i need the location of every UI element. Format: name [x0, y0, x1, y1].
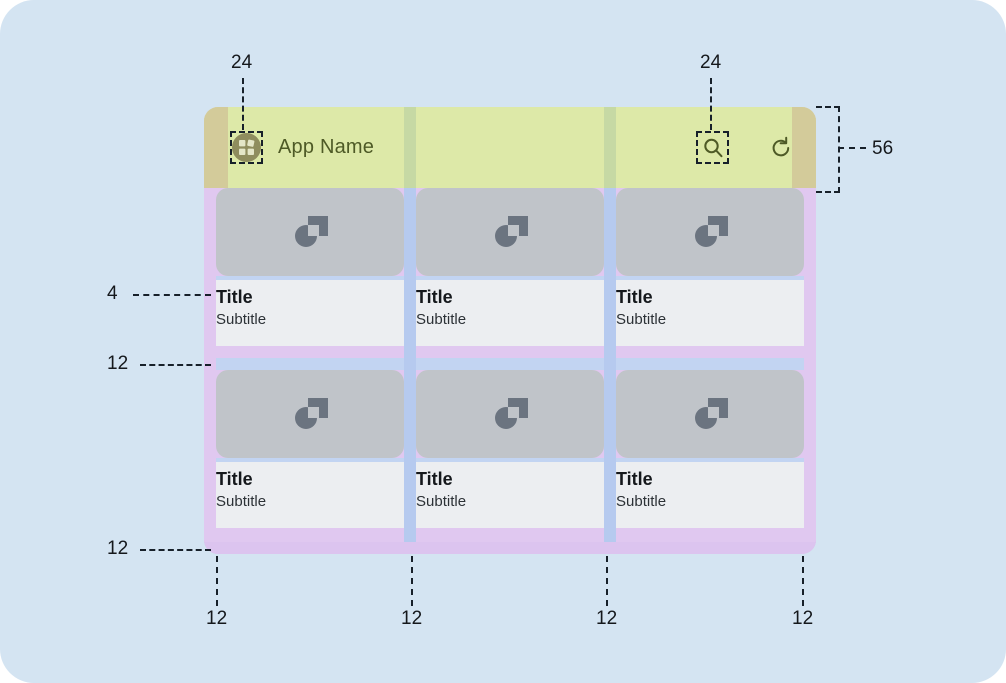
dashboard-grid-icon[interactable] [232, 133, 261, 162]
app-bar-padding-left [204, 107, 228, 188]
gutter-overlay-2 [604, 188, 616, 542]
bottom-padding-overlay [204, 542, 816, 554]
refresh-icon[interactable] [766, 133, 795, 162]
card[interactable]: Title Subtitle [216, 188, 404, 358]
annotation-row-gap: 12 [107, 353, 129, 374]
annotation-right-padding: 12 [792, 608, 814, 629]
leader-line-bottom-2 [411, 556, 413, 606]
image-text-gap-overlay [416, 276, 604, 280]
leader-line-row-gap [140, 364, 211, 366]
card-subtitle: Subtitle [616, 311, 667, 328]
image-text-gap-overlay [216, 458, 404, 462]
card-title: Title [416, 469, 453, 489]
annotation-app-bar-height: 56 [872, 138, 894, 159]
card[interactable]: Title Subtitle [416, 188, 604, 358]
leader-line-app-bar-height [838, 147, 866, 149]
card-text: Title Subtitle [416, 462, 604, 528]
leader-line-search-icon [710, 78, 712, 130]
image-placeholder-icon [416, 370, 604, 458]
leader-line-bottom-4 [802, 556, 804, 606]
image-placeholder-icon [216, 188, 404, 276]
leader-line-bottom-1 [216, 556, 218, 606]
image-text-gap-overlay [216, 276, 404, 280]
annotation-leading-icon-size: 24 [231, 52, 253, 73]
search-icon-measure-box [696, 131, 729, 164]
card-grid: Title Subtitle [204, 188, 816, 554]
card-subtitle: Subtitle [616, 493, 667, 510]
leading-icon-measure-box [230, 131, 263, 164]
leader-line-bottom-padding [140, 549, 211, 551]
card-subtitle: Subtitle [216, 311, 267, 328]
annotation-gutter-1: 12 [401, 608, 423, 629]
leader-line-bottom-3 [606, 556, 608, 606]
bracket-app-bar-height [816, 106, 840, 193]
image-placeholder-icon [416, 188, 604, 276]
device-mock: App Name [204, 107, 816, 554]
app-bar: App Name [204, 107, 816, 188]
card-text: Title Subtitle [616, 280, 804, 346]
image-text-gap-overlay [616, 458, 804, 462]
app-bar-gutter-2 [604, 107, 616, 188]
app-bar-padding-right [792, 107, 816, 188]
image-placeholder-icon [616, 370, 804, 458]
grid-column-3: Title Subtitle [616, 188, 804, 542]
leader-line-leading-icon [242, 78, 244, 130]
image-text-gap-overlay [416, 458, 604, 462]
card-title: Title [616, 469, 653, 489]
card-title: Title [216, 287, 253, 307]
card[interactable]: Title Subtitle [616, 188, 804, 358]
app-bar-gutter-1 [404, 107, 416, 188]
card-subtitle: Subtitle [216, 493, 267, 510]
card-text: Title Subtitle [216, 462, 404, 528]
card-subtitle: Subtitle [416, 493, 467, 510]
annotation-gutter-2: 12 [596, 608, 618, 629]
image-placeholder-icon [216, 370, 404, 458]
card[interactable]: Title Subtitle [416, 370, 604, 542]
card-title: Title [216, 469, 253, 489]
card-text: Title Subtitle [416, 280, 604, 346]
annotation-image-text-gap: 4 [107, 283, 118, 304]
card-subtitle: Subtitle [416, 311, 467, 328]
annotation-left-padding: 12 [206, 608, 228, 629]
row-gap-overlay [216, 358, 804, 370]
card[interactable]: Title Subtitle [616, 370, 804, 542]
grid-column-2: Title Subtitle [416, 188, 604, 542]
card[interactable]: Title Subtitle [216, 370, 404, 542]
gutter-overlay-1 [404, 188, 416, 542]
card-text: Title Subtitle [616, 462, 804, 528]
annotation-search-icon-size: 24 [700, 52, 722, 73]
image-text-gap-overlay [616, 276, 804, 280]
card-title: Title [416, 287, 453, 307]
grid-column-1: Title Subtitle [216, 188, 404, 542]
card-title: Title [616, 287, 653, 307]
search-icon[interactable] [698, 133, 727, 162]
app-bar-title: App Name [278, 136, 375, 158]
image-placeholder-icon [616, 188, 804, 276]
card-text: Title Subtitle [216, 280, 404, 346]
annotation-bottom-padding: 12 [107, 538, 129, 559]
leader-line-image-text-gap [133, 294, 211, 296]
